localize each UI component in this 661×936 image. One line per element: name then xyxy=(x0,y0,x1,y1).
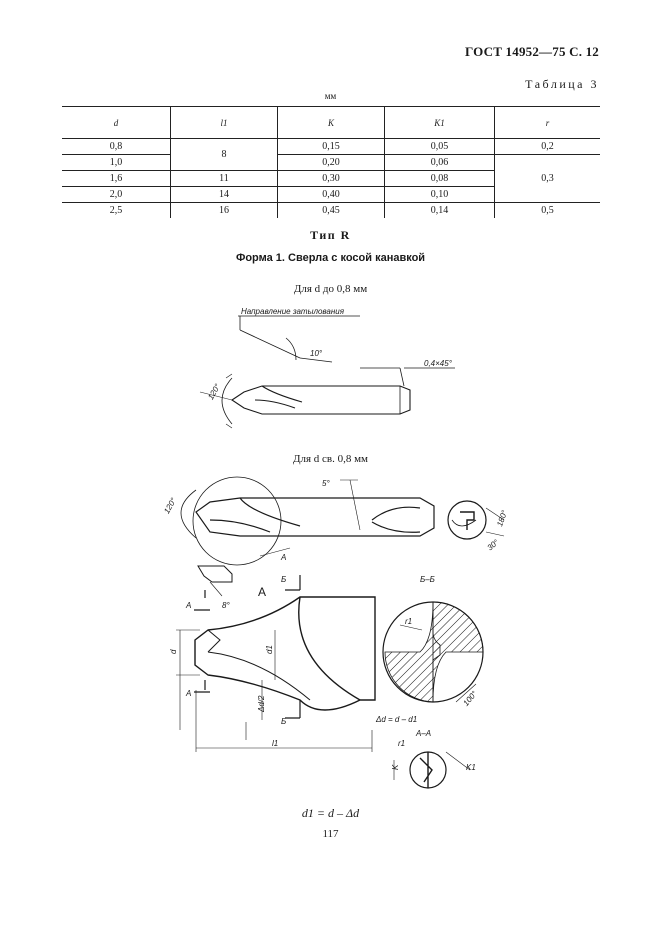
cell-l1: 16 xyxy=(170,202,278,218)
col-k: K xyxy=(277,106,385,139)
table-row: 1,0 0,20 0,06 0,3 xyxy=(62,154,600,203)
dim-delta-label: Δd/2 xyxy=(257,695,266,713)
cell-d: 1,0 xyxy=(109,157,123,168)
caption-large-drill: Для d св. 0,8 мм xyxy=(292,453,369,465)
cell-k1: 0,10 xyxy=(384,186,495,203)
table-row: 1,6 11 0,30 0,08 xyxy=(62,170,600,187)
caption-small-drill: Для d до 0,8 мм xyxy=(293,283,368,295)
col-l1: l1 xyxy=(170,106,278,139)
k1-label: K1 xyxy=(466,763,476,772)
cell-d: 2,0 xyxy=(109,189,123,200)
cell-r: 0,2 xyxy=(494,138,600,155)
drawing-small-drill xyxy=(199,315,455,429)
col-d: d xyxy=(62,106,171,139)
cell-l1: 8 xyxy=(170,138,278,171)
section-a-bottom-label: A xyxy=(185,689,191,698)
page-number: 117 xyxy=(322,828,339,840)
r-label: r1 xyxy=(398,739,405,748)
dim-d-label: d xyxy=(169,649,178,654)
cell-k: 0,40 xyxy=(277,186,385,203)
r1-label: r1 xyxy=(405,617,412,626)
angle-5-label: 5° xyxy=(322,479,330,488)
drawing-detail-a xyxy=(176,565,376,752)
chamfer-label: 0,4×45° xyxy=(424,359,453,368)
type-title: Тип R xyxy=(310,228,351,242)
cell-k: 0,20 xyxy=(277,154,385,171)
table-row: 0,8 8 0,15 0,05 0,2 xyxy=(62,138,600,171)
cell-l1: 11 xyxy=(170,170,278,187)
angle-120-small-label: 120° xyxy=(206,382,222,402)
cell-k1: 0,06 xyxy=(384,154,495,171)
dim-d1-label: d1 xyxy=(265,645,274,654)
cell-d: 0,8 xyxy=(109,141,123,152)
angle-120-large-label: 120° xyxy=(162,496,178,516)
angle-30-label: 30° xyxy=(485,537,501,552)
cell-k1: 0,05 xyxy=(384,138,495,155)
section-aa-drawing xyxy=(393,751,471,789)
cell-d: 2,5 xyxy=(109,205,123,216)
drawing-large-drill xyxy=(180,476,505,566)
dimensions-table: d l1 K K1 r 0,8 8 0,15 0,05 0,2 1,0 0,20… xyxy=(62,106,600,218)
form-title: Форма 1. Сверла с косой канавкой xyxy=(235,252,426,264)
section-b-bottom-label: Б xyxy=(281,717,286,726)
angle-8-label: 8° xyxy=(222,601,230,610)
view-a-callout: A xyxy=(280,553,286,562)
angle-10-label: 10° xyxy=(310,349,323,358)
cell-r: 0,5 xyxy=(494,202,600,218)
delta-formula: Δd = d – d1 xyxy=(375,715,417,724)
k-label: K xyxy=(391,764,400,770)
cell-k1: 0,14 xyxy=(384,202,495,218)
cell-d: 1,6 xyxy=(109,173,123,184)
table-number: Таблица 3 xyxy=(525,77,599,91)
cell-k: 0,30 xyxy=(277,170,385,187)
table-units: мм xyxy=(324,91,337,101)
section-bb-drawing xyxy=(382,601,484,703)
table-row: 2,5 16 0,45 0,14 0,5 xyxy=(62,202,600,218)
section-b-top-label: Б xyxy=(281,575,286,584)
section-a-top-label: A xyxy=(185,601,191,610)
col-k1: K1 xyxy=(384,106,495,139)
cell-k: 0,45 xyxy=(277,202,385,218)
table-row: 2,0 14 0,40 0,10 xyxy=(62,186,600,203)
direction-label: Направление затылования xyxy=(241,307,345,316)
dim-l1-label: l1 xyxy=(272,739,278,748)
document-header: ГОСТ 14952—75 С. 12 xyxy=(465,44,599,59)
section-bb-title: Б–Б xyxy=(420,575,435,584)
angle-180-label: 180° xyxy=(495,508,509,527)
cell-k: 0,15 xyxy=(277,138,385,155)
cell-r: 0,3 xyxy=(494,154,600,203)
view-a-letter: A xyxy=(258,585,266,599)
table-header-row: d l1 K K1 r xyxy=(62,106,600,139)
cell-k1: 0,08 xyxy=(384,170,495,187)
col-r: r xyxy=(494,106,600,139)
formula-d1: d1 = d – Δd xyxy=(301,806,360,820)
cell-l1: 14 xyxy=(170,186,278,203)
section-aa-title: A–A xyxy=(415,729,431,738)
